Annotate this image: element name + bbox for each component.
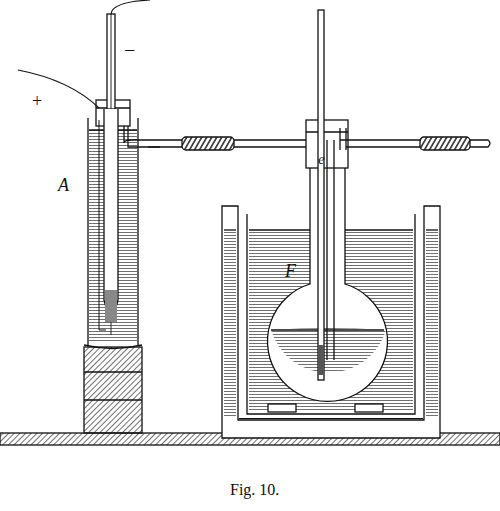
part-letter: e	[318, 152, 325, 167]
polarity-sign: +	[32, 92, 42, 110]
part-letter: A	[58, 176, 69, 194]
part-letter: F	[285, 262, 296, 280]
figure-caption: Fig. 10.	[230, 482, 279, 498]
polarity-sign: −	[124, 40, 135, 60]
